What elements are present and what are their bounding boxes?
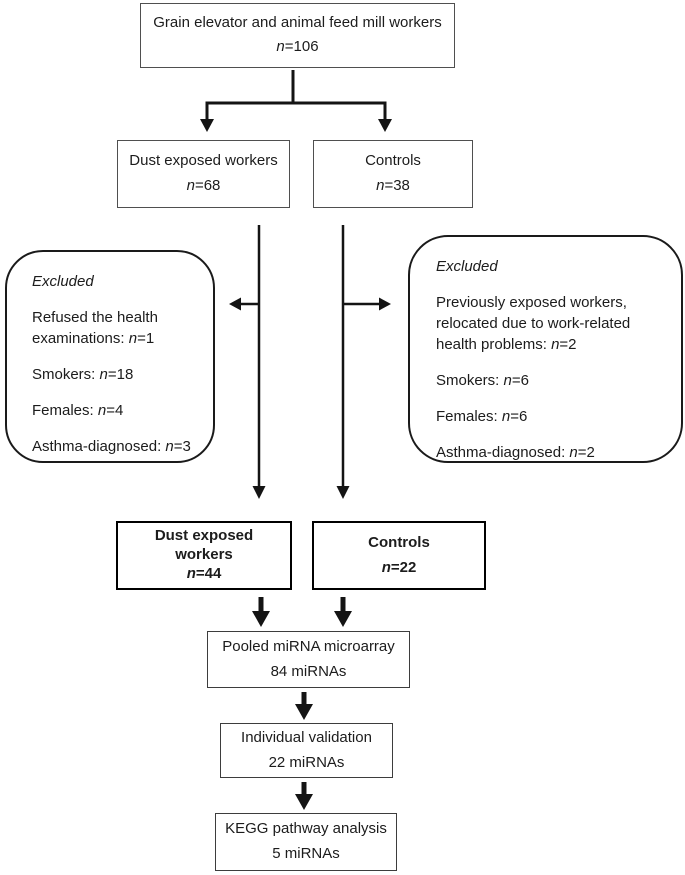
excluded-item-text: Females: (32, 402, 98, 419)
n-value: =22 (390, 558, 417, 576)
connector-validation-to-kegg-arrow (295, 782, 313, 810)
connector-pooled-to-validation-arrow (295, 692, 313, 720)
n-value: =38 (384, 177, 410, 195)
connector-excluded-right-arrow (343, 297, 391, 311)
excluded-item: Smokers: n=6 (436, 370, 665, 391)
dust-exposed-final-count: n=44 (187, 565, 222, 584)
pooled-microarray-count: 84 miRNAs (270, 662, 347, 680)
n-value: =3 (173, 438, 191, 455)
n-value: =2 (577, 444, 595, 461)
excluded-item-text: Females: (436, 408, 502, 425)
excluded-item-text: Previously exposed workers, relocated du… (436, 294, 631, 353)
n-symbol: n (186, 565, 196, 582)
connector-top-split (200, 70, 392, 132)
n-value: =6 (510, 408, 528, 425)
individual-validation-box: Individual validation 22 miRNAs (220, 723, 393, 778)
connector-controls22-to-pooled-arrow (334, 597, 352, 627)
n-value: =2 (559, 336, 577, 353)
n-value: =68 (194, 177, 221, 195)
n-symbol: n (99, 366, 108, 383)
n-symbol: n (501, 408, 511, 425)
n-value: =6 (511, 372, 529, 389)
dust-exposed-initial-count: n=68 (187, 177, 221, 196)
n-symbol: n (165, 438, 174, 455)
connector-dust44-to-pooled-arrow (252, 597, 270, 627)
dust-exposed-final-box: Dust exposed workers n=44 (116, 521, 292, 590)
n-value: =18 (107, 366, 134, 383)
kegg-pathway-title: KEGG pathway analysis (225, 820, 387, 838)
n-symbol: n (381, 558, 391, 576)
kegg-pathway-box: KEGG pathway analysis 5 miRNAs (215, 813, 397, 871)
controls-initial-count: n=38 (376, 177, 410, 196)
controls-initial-box: Controls n=38 (313, 140, 473, 208)
individual-validation-title: Individual validation (241, 728, 372, 746)
dust-exposed-initial-box: Dust exposed workers n=68 (117, 140, 290, 208)
n-symbol: n (569, 444, 578, 461)
n-symbol: n (503, 372, 512, 389)
n-symbol: n (551, 336, 560, 353)
excluded-dust-box: Excluded Refused the health examinations… (5, 250, 215, 463)
controls-final-box: Controls n=22 (312, 521, 486, 590)
excluded-item-text: Smokers: (32, 366, 100, 383)
connector-controls-down-arrow (336, 225, 350, 499)
excluded-item: Smokers: n=18 (32, 364, 201, 385)
kegg-pathway-count: 5 miRNAs (272, 845, 340, 862)
individual-validation-count: 22 miRNAs (268, 753, 345, 771)
n-symbol: n (97, 402, 107, 419)
excluded-item: Females: n=4 (32, 400, 201, 421)
total-workers-count: n=106 (276, 38, 318, 57)
n-symbol: n (186, 177, 195, 195)
excluded-item: Asthma-diagnosed: n=2 (436, 442, 665, 463)
excluded-item: Asthma-diagnosed: n=3 (32, 436, 201, 457)
connector-dust-down-arrow (252, 225, 266, 499)
n-symbol: n (376, 177, 385, 195)
connector-excluded-left-arrow (229, 297, 259, 311)
excluded-item-text: Smokers: (436, 372, 504, 389)
total-workers-box: Grain elevator and animal feed mill work… (140, 3, 455, 68)
n-value: =106 (284, 38, 319, 56)
excluded-item-text: Asthma-diagnosed: (32, 438, 166, 455)
excluded-item-text: Refused the health examinations: (32, 309, 158, 347)
excluded-item: Refused the health examinations: n=1 (32, 307, 201, 349)
n-value: =44 (195, 565, 222, 582)
excluded-controls-box: Excluded Previously exposed workers, rel… (408, 235, 683, 463)
total-workers-title: Grain elevator and animal feed mill work… (153, 13, 442, 31)
excluded-heading: Excluded (32, 273, 94, 290)
n-value: =1 (137, 330, 155, 347)
excluded-item: Previously exposed workers, relocated du… (436, 292, 665, 355)
n-symbol: n (128, 330, 138, 347)
excluded-item: Females: n=6 (436, 406, 665, 427)
controls-final-count: n=22 (382, 559, 417, 578)
dust-exposed-initial-title: Dust exposed workers (129, 151, 278, 169)
controls-final-title: Controls (368, 533, 430, 551)
dust-exposed-final-title: Dust exposed workers (154, 527, 254, 563)
pooled-microarray-title: Pooled miRNA microarray (222, 637, 395, 655)
controls-initial-title: Controls (365, 151, 421, 169)
excluded-heading: Excluded (436, 258, 498, 275)
n-symbol: n (276, 38, 285, 56)
excluded-item-text: Asthma-diagnosed: (436, 444, 570, 461)
pooled-microarray-box: Pooled miRNA microarray 84 miRNAs (207, 631, 410, 688)
n-value: =4 (106, 402, 124, 419)
